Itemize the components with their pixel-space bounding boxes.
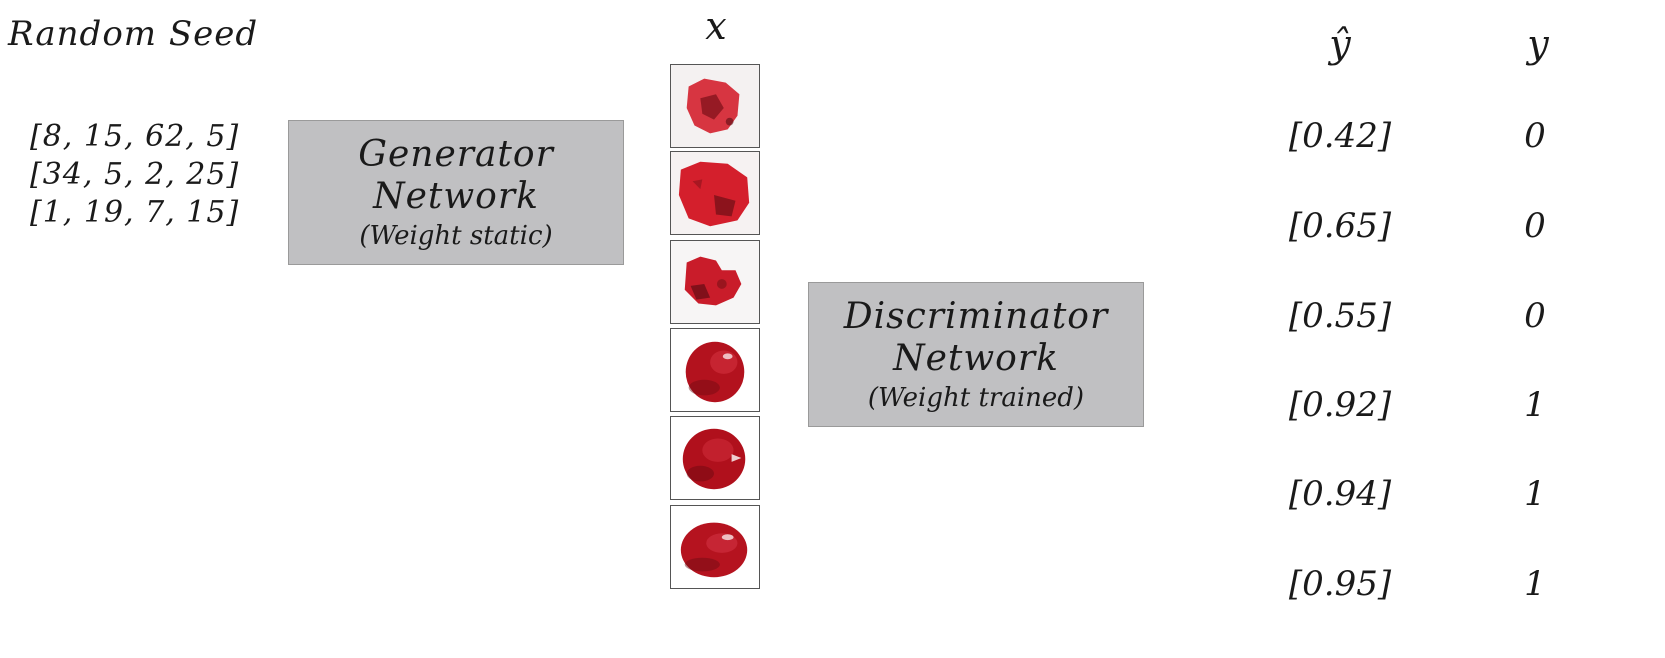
discriminator-name-line1: Discriminator [843, 295, 1109, 337]
y-hat-column-header: ŷ [1329, 22, 1351, 66]
discriminator-weight-note: (Weight trained) [867, 382, 1085, 413]
prediction-value: [0.95] [1288, 564, 1392, 604]
generated-sample-image [670, 151, 760, 235]
seed-vector: [8, 15, 62, 5] [30, 119, 240, 154]
label-value: 1 [1524, 564, 1546, 604]
generator-weight-note: (Weight static) [359, 220, 553, 251]
real-sample-image [670, 416, 760, 500]
random-seed-title: Random Seed [8, 14, 259, 54]
real-sample-image [670, 505, 760, 589]
generated-sample-image [670, 240, 760, 324]
seed-vector: [34, 5, 2, 25] [30, 157, 240, 192]
label-value: 0 [1524, 296, 1546, 336]
y-column-header: y [1527, 22, 1549, 66]
discriminator-network-box: Discriminator Network (Weight trained) [808, 282, 1144, 427]
real-sample-image [670, 328, 760, 412]
x-column-header: x [705, 4, 727, 48]
prediction-value: [0.65] [1288, 206, 1392, 246]
random-seed-list: [8, 15, 62, 5] [34, 5, 2, 25] [1, 19, 7,… [30, 118, 239, 232]
label-value: 0 [1524, 206, 1546, 246]
generator-name-line1: Generator [358, 133, 554, 175]
generator-network-box: Generator Network (Weight static) [288, 120, 624, 265]
label-value: 0 [1524, 116, 1546, 156]
prediction-value: [0.94] [1288, 474, 1392, 514]
prediction-value: [0.55] [1288, 296, 1392, 336]
label-value: 1 [1524, 385, 1546, 425]
seed-vector: [1, 19, 7, 15] [30, 195, 240, 230]
label-value: 1 [1524, 474, 1546, 514]
generator-name-line2: Network [373, 175, 539, 217]
prediction-value: [0.92] [1288, 385, 1392, 425]
discriminator-name-line2: Network [893, 337, 1059, 379]
generated-sample-image [670, 64, 760, 148]
prediction-value: [0.42] [1288, 116, 1392, 156]
